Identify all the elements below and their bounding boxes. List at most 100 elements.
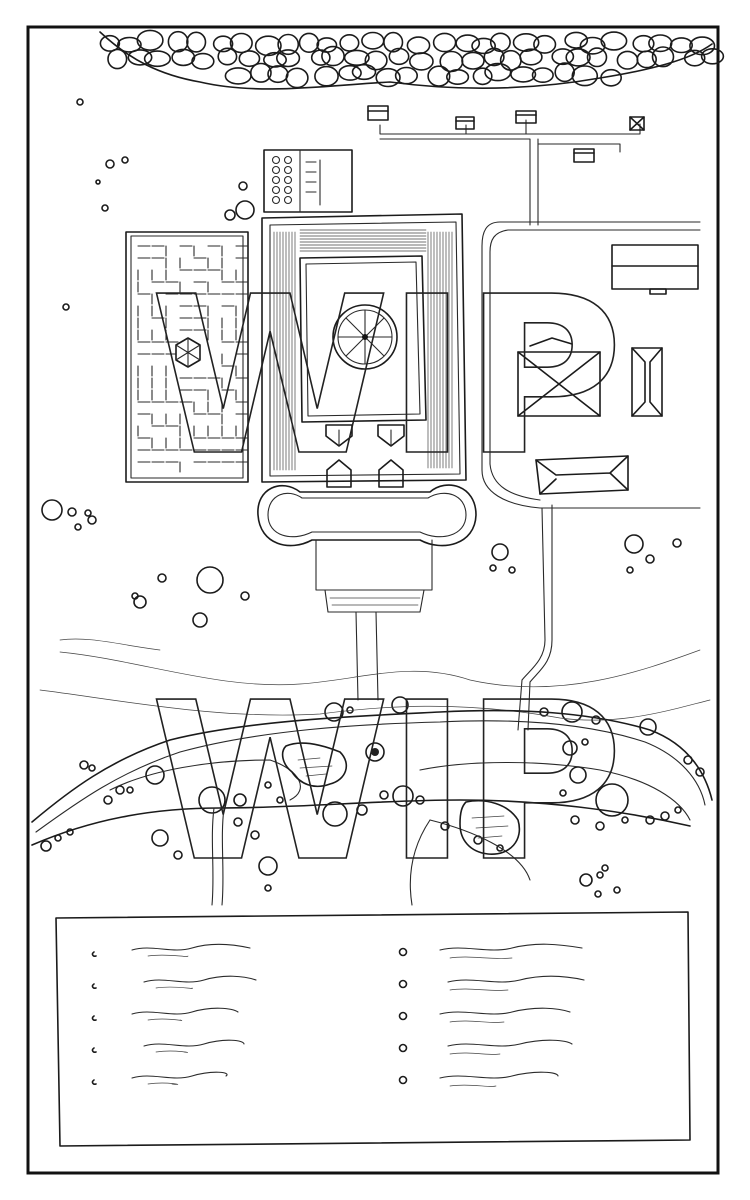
tree-canopy-blob	[217, 47, 238, 66]
forest-canopy	[99, 29, 725, 90]
shrub	[440, 821, 450, 831]
tree-canopy-blob	[446, 69, 470, 86]
tree-canopy-blob	[406, 36, 431, 55]
shrub	[145, 765, 165, 785]
shrub	[508, 566, 516, 574]
tree-canopy-blob	[651, 46, 675, 68]
shrub	[645, 554, 655, 564]
hill-contours	[39, 638, 711, 721]
tree-canopy-blob	[461, 51, 485, 70]
tree-canopy-blob	[489, 32, 511, 53]
tree-canopy-blob	[191, 52, 215, 70]
scattered-shrubs	[40, 98, 705, 898]
shrub	[240, 591, 250, 601]
shrub	[695, 767, 705, 777]
tree-canopy-blob	[586, 47, 608, 68]
maze-center-gazebo	[175, 337, 201, 368]
shrub	[322, 801, 348, 827]
tree-canopy-blob	[314, 65, 339, 87]
shrub	[595, 821, 605, 831]
shrub	[238, 181, 248, 191]
greenhouse-planter	[283, 195, 293, 205]
shrub	[559, 789, 567, 797]
svg-text:WIP: WIP	[150, 251, 619, 504]
legend-symbol-left	[91, 1079, 97, 1085]
tree-canopy-blob	[364, 50, 388, 71]
ponds	[281, 742, 521, 855]
shrub	[126, 786, 134, 794]
tree-canopy-blob	[565, 48, 591, 67]
shrub	[660, 811, 670, 821]
shrub	[356, 804, 368, 816]
shrub	[491, 543, 509, 561]
legend-symbol-left	[91, 1015, 97, 1021]
tree-canopy-blob	[669, 37, 694, 54]
tree-canopy-blob	[383, 31, 404, 53]
tree-canopy-blob	[579, 36, 606, 55]
shrub	[76, 98, 84, 106]
legend-entry-right-sub	[449, 1020, 505, 1023]
shrub	[621, 816, 629, 824]
shrub	[264, 781, 272, 789]
shrub	[87, 515, 97, 525]
shrub	[391, 696, 409, 714]
tree-canopy-blob	[298, 32, 320, 54]
shrub	[40, 840, 52, 852]
tree-canopy-blob	[99, 34, 121, 52]
shrub	[264, 884, 272, 892]
legend-entry-left-sub	[147, 1018, 183, 1021]
greenhouse-planter	[283, 165, 293, 175]
legend-symbol-right	[398, 979, 408, 989]
legend-symbol-right	[398, 1043, 408, 1053]
legend-entry-right	[439, 1007, 571, 1015]
tree-canopy-blob	[136, 29, 164, 51]
greenhouse-planter	[271, 175, 281, 185]
tree-canopy-blob	[427, 65, 451, 87]
legend-entry-right	[447, 1039, 573, 1047]
greenhouse	[263, 149, 353, 213]
tree-canopy-blob	[343, 49, 370, 66]
shrub	[489, 564, 497, 572]
tree-canopy-blob	[127, 49, 153, 66]
shrub	[594, 890, 602, 898]
shrub	[62, 303, 70, 311]
legend-entry-left-sub	[155, 986, 193, 989]
right-buildings	[517, 244, 699, 495]
shrub	[579, 873, 593, 887]
shrub	[198, 786, 226, 814]
shrub	[324, 702, 344, 722]
tree-canopy-blob	[229, 32, 253, 54]
tree-canopy-blob	[338, 64, 362, 81]
shrub	[674, 806, 682, 814]
tree-canopy-blob	[277, 33, 300, 56]
greenhouse-planter	[271, 185, 281, 195]
tree-canopy-blob	[316, 37, 338, 53]
shrub	[276, 796, 284, 804]
tree-canopy-blob	[408, 52, 434, 71]
greenhouse-planter	[271, 195, 281, 205]
shrub	[79, 760, 89, 770]
tree-canopy-blob	[171, 48, 196, 67]
tree-canopy-blob	[143, 50, 171, 68]
greenhouse-planter	[283, 175, 293, 185]
right-road	[481, 221, 701, 731]
legend-entry-left	[131, 943, 251, 951]
tree-canopy-blob	[249, 62, 272, 83]
legend-entry-right-sub	[449, 1084, 497, 1087]
tree-canopy-blob	[394, 66, 419, 85]
tree-canopy-blob	[439, 50, 464, 73]
tree-canopy-blob	[321, 45, 345, 67]
shrub	[601, 864, 609, 872]
tree-canopy-blob	[351, 63, 377, 81]
tree-canopy-blob	[564, 31, 589, 49]
shrub	[88, 764, 96, 772]
legend-symbol-right	[398, 947, 408, 957]
tree-canopy-blob	[107, 48, 128, 70]
legend-box	[55, 911, 691, 1147]
tree-canopy-blob	[519, 48, 543, 66]
shrub	[133, 595, 147, 609]
legend-entry-left-sub	[147, 1082, 179, 1085]
tree-canopy-blob	[600, 68, 623, 87]
tree-canopy-blob	[432, 32, 457, 53]
